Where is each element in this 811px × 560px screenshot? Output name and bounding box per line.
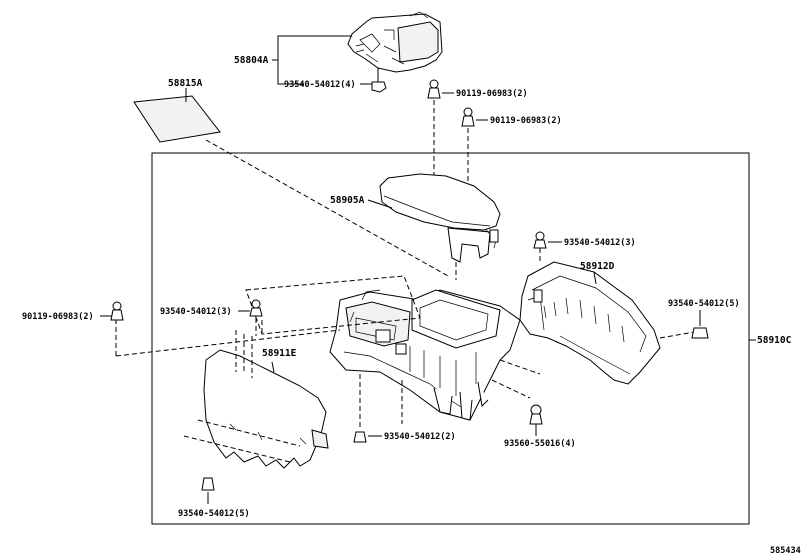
pad-58815A-drawing[interactable] [133, 95, 221, 143]
bolt-icon [201, 477, 215, 491]
alignment-lines [183, 330, 301, 463]
armrest-lid-58905A-drawing[interactable] [379, 173, 501, 263]
side-panel-58912D-drawing[interactable] [519, 261, 661, 385]
bolt-icon [110, 301, 124, 321]
bolt-icon [353, 431, 367, 443]
label-fastener-90119-06983-mid[interactable]: 90119-06983(2) [490, 116, 562, 126]
label-fastener-93540-54012-5-right[interactable]: 93540-54012(5) [668, 299, 740, 309]
label-58911E[interactable]: 58911E [262, 348, 297, 359]
bolt-icon [427, 79, 441, 99]
label-fastener-93560-55016-4[interactable]: 93560-55016(4) [504, 439, 576, 449]
label-fastener-90119-06983-top[interactable]: 90119-06983(2) [456, 89, 528, 99]
leader-58804A [277, 35, 352, 85]
bolt-icon [691, 327, 709, 339]
assembly-frame [151, 152, 750, 525]
bolt-icon [533, 231, 547, 249]
label-fastener-93540-54012-3-right[interactable]: 93540-54012(3) [564, 238, 636, 248]
bolt-icon [249, 299, 263, 317]
label-58804A[interactable]: 58804A [234, 55, 269, 66]
side-panel-58911E-drawing[interactable] [203, 349, 329, 469]
label-fastener-90119-06983-left[interactable]: 90119-06983(2) [22, 312, 94, 322]
bolt-icon [461, 107, 475, 127]
diagram-id: 585434 [770, 546, 801, 556]
label-58912D[interactable]: 58912D [580, 261, 615, 272]
module-58804A-drawing[interactable] [347, 11, 443, 73]
label-fastener-93540-54012-4[interactable]: 93540-54012(4) [284, 80, 356, 90]
label-58910C[interactable]: 58910C [757, 335, 792, 346]
label-fastener-93540-54012-5-bottom[interactable]: 93540-54012(5) [178, 509, 250, 519]
bolt-icon [371, 68, 387, 93]
label-58815A[interactable]: 58815A [168, 78, 203, 89]
label-fastener-93540-54012-2[interactable]: 93540-54012(2) [384, 432, 456, 442]
screw-icon [529, 404, 543, 425]
label-fastener-93540-54012-3-left[interactable]: 93540-54012(3) [160, 307, 232, 317]
label-58905A[interactable]: 58905A [330, 195, 365, 206]
console-box-drawing[interactable] [329, 289, 521, 421]
